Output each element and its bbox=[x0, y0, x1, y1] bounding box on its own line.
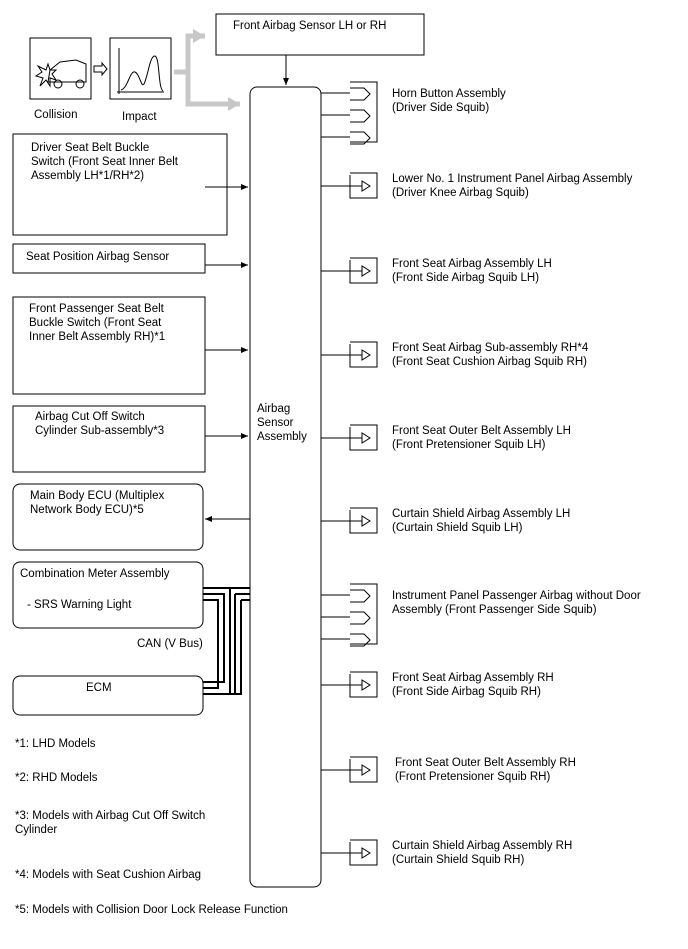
squib-connectors bbox=[321, 81, 378, 866]
squib-icon bbox=[321, 633, 371, 647]
main-body-ecu-label: Main Body ECU (Multiplex Network Body EC… bbox=[30, 489, 164, 517]
footnote: *1: LHD Models bbox=[15, 737, 96, 751]
impact-label: Impact bbox=[122, 111, 157, 123]
output-label: Horn Button Assembly (Driver Side Squib) bbox=[392, 87, 506, 115]
output-label-line: Front Seat Airbag Sub-assembly RH*4 bbox=[392, 342, 589, 354]
passenger-buckle-switch-box bbox=[12, 296, 206, 395]
arrow-right-icon bbox=[93, 61, 108, 77]
output-label-line: Instrument Panel Passenger Airbag withou… bbox=[392, 590, 641, 602]
impact-graph-icon bbox=[117, 48, 164, 94]
seat-position-label: Seat Position Airbag Sensor bbox=[26, 251, 170, 263]
squib-icon bbox=[321, 671, 378, 698]
main-body-ecu-line: Main Body ECU (Multiplex bbox=[30, 490, 165, 502]
footnote-line: *4: Models with Seat Cushion Airbag bbox=[15, 869, 202, 881]
footnote: *2: RHD Models bbox=[15, 771, 97, 785]
can-bus-lines bbox=[203, 587, 250, 695]
passenger-buckle-label: Front Passenger Seat Belt Buckle Switch … bbox=[29, 302, 165, 344]
squib-icon bbox=[321, 257, 378, 284]
output-label: Instrument Panel Passenger Airbag withou… bbox=[392, 589, 641, 617]
squib-icon bbox=[321, 341, 378, 368]
passenger-buckle-line: Inner Belt Assembly RH)*1 bbox=[29, 331, 166, 343]
footnote-line: *2: RHD Models bbox=[15, 772, 98, 784]
collision-label: Collision bbox=[34, 109, 78, 121]
can-bus-label: CAN (V Bus) bbox=[137, 638, 203, 650]
squib-bracket bbox=[350, 81, 378, 143]
squib-icon bbox=[321, 131, 371, 145]
ecm-label: ECM bbox=[86, 682, 112, 694]
cutoff-switch-label: Airbag Cut Off Switch Cylinder Sub-assem… bbox=[35, 410, 164, 438]
output-label-line: Assembly (Front Passenger Side Squib) bbox=[392, 604, 597, 616]
front-airbag-sensor-box bbox=[215, 13, 425, 56]
output-label-line: Curtain Shield Airbag Assembly RH bbox=[392, 840, 573, 852]
main-body-ecu-box bbox=[12, 483, 204, 551]
collision-icon bbox=[34, 59, 87, 89]
squib-icon bbox=[321, 424, 378, 451]
output-label-line: (Curtain Shield Squib LH) bbox=[392, 522, 523, 534]
passenger-buckle-line: Front Passenger Seat Belt bbox=[29, 303, 164, 315]
output-label-line: (Front Pretensioner Squib LH) bbox=[392, 439, 546, 451]
output-label-line: (Front Seat Cushion Airbag Squib RH) bbox=[392, 356, 587, 368]
output-label: Front Seat Airbag Assembly RH (Front Side… bbox=[392, 671, 554, 699]
squib-icon bbox=[321, 839, 378, 866]
front-airbag-sensor-label: Front Airbag Sensor LH or RH bbox=[233, 20, 387, 32]
center-ecu-line: Sensor bbox=[257, 417, 294, 429]
squib-bracket bbox=[350, 583, 378, 645]
output-label-line: Front Seat Outer Belt Assembly RH bbox=[395, 757, 576, 769]
output-label-line: (Front Side Airbag Squib RH) bbox=[392, 686, 541, 698]
output-label-line: Front Seat Outer Belt Assembly LH bbox=[392, 425, 571, 437]
driver-buckle-switch-box bbox=[12, 133, 228, 236]
footnote-line: Cylinder bbox=[15, 824, 58, 836]
output-label: Front Seat Outer Belt Assembly LH (Front … bbox=[392, 424, 571, 452]
output-label: Lower No. 1 Instrument Panel Airbag Asse… bbox=[392, 172, 632, 200]
driver-buckle-line: Switch (Front Seat Inner Belt bbox=[31, 156, 179, 168]
gray-signal-arrows bbox=[174, 29, 240, 111]
output-label: Curtain Shield Airbag Assembly RH (Curtai… bbox=[392, 839, 572, 867]
combination-meter-label: Combination Meter Assembly bbox=[20, 568, 170, 580]
cutoff-switch-line: Cylinder Sub-assembly*3 bbox=[35, 425, 165, 437]
squib-icon bbox=[321, 611, 371, 625]
output-label-line: Front Seat Airbag Assembly RH bbox=[392, 672, 554, 684]
output-label-line: (Curtain Shield Squib RH) bbox=[392, 854, 525, 866]
squib-icon bbox=[321, 589, 371, 603]
output-label-line: Front Seat Airbag Assembly LH bbox=[392, 258, 552, 270]
cutoff-switch-box bbox=[12, 405, 206, 473]
srs-warning-label: - SRS Warning Light bbox=[27, 599, 132, 611]
ecm-box bbox=[12, 675, 204, 716]
main-body-ecu-line: Network Body ECU)*5 bbox=[30, 504, 144, 516]
output-label-line: (Driver Knee Airbag Squib) bbox=[392, 187, 529, 199]
output-label: Curtain Shield Airbag Assembly LH (Curtai… bbox=[392, 507, 570, 535]
output-label: Front Seat Airbag Assembly LH (Front Side… bbox=[392, 257, 552, 285]
seat-position-sensor-box bbox=[12, 243, 206, 274]
driver-buckle-line: Assembly LH*1/RH*2) bbox=[31, 170, 145, 182]
output-label-line: (Front Pretensioner Squib RH) bbox=[395, 771, 551, 783]
output-label-line: (Front Side Airbag Squib LH) bbox=[392, 272, 540, 284]
footnote-line: *3: Models with Airbag Cut Off Switch bbox=[15, 810, 206, 822]
output-label: Front Seat Airbag Sub-assembly RH*4 (Fron… bbox=[392, 341, 588, 369]
output-label-line: Lower No. 1 Instrument Panel Airbag Asse… bbox=[392, 173, 633, 185]
footnote: *5: Models with Collision Door Lock Rele… bbox=[15, 903, 288, 917]
center-ecu-line: Airbag bbox=[257, 403, 291, 415]
airbag-sensor-assembly-box bbox=[249, 86, 322, 888]
impact-icon-box bbox=[109, 37, 172, 100]
output-label-line: Curtain Shield Airbag Assembly LH bbox=[392, 508, 571, 520]
airbag-sensor-label: Airbag Sensor Assembly bbox=[257, 402, 307, 444]
footnote-line: *5: Models with Collision Door Lock Rele… bbox=[15, 904, 288, 916]
squib-icon bbox=[321, 507, 378, 534]
output-label: Front Seat Outer Belt Assembly RH (Front … bbox=[395, 756, 576, 784]
footnote: *4: Models with Seat Cushion Airbag bbox=[15, 868, 201, 882]
squib-icon bbox=[321, 109, 371, 123]
driver-buckle-label: Driver Seat Belt Buckle Switch (Front Se… bbox=[31, 141, 178, 183]
cutoff-switch-line: Airbag Cut Off Switch bbox=[35, 411, 145, 423]
squib-icon bbox=[321, 756, 378, 783]
squib-icon bbox=[321, 172, 378, 199]
center-ecu-line: Assembly bbox=[257, 431, 307, 443]
output-label-line: (Driver Side Squib) bbox=[392, 102, 490, 114]
squib-icon bbox=[321, 87, 371, 101]
footnote-line: *1: LHD Models bbox=[15, 738, 96, 750]
output-label-line: Horn Button Assembly bbox=[392, 88, 506, 100]
driver-buckle-line: Driver Seat Belt Buckle bbox=[31, 142, 150, 154]
passenger-buckle-line: Buckle Switch (Front Seat bbox=[29, 317, 162, 329]
